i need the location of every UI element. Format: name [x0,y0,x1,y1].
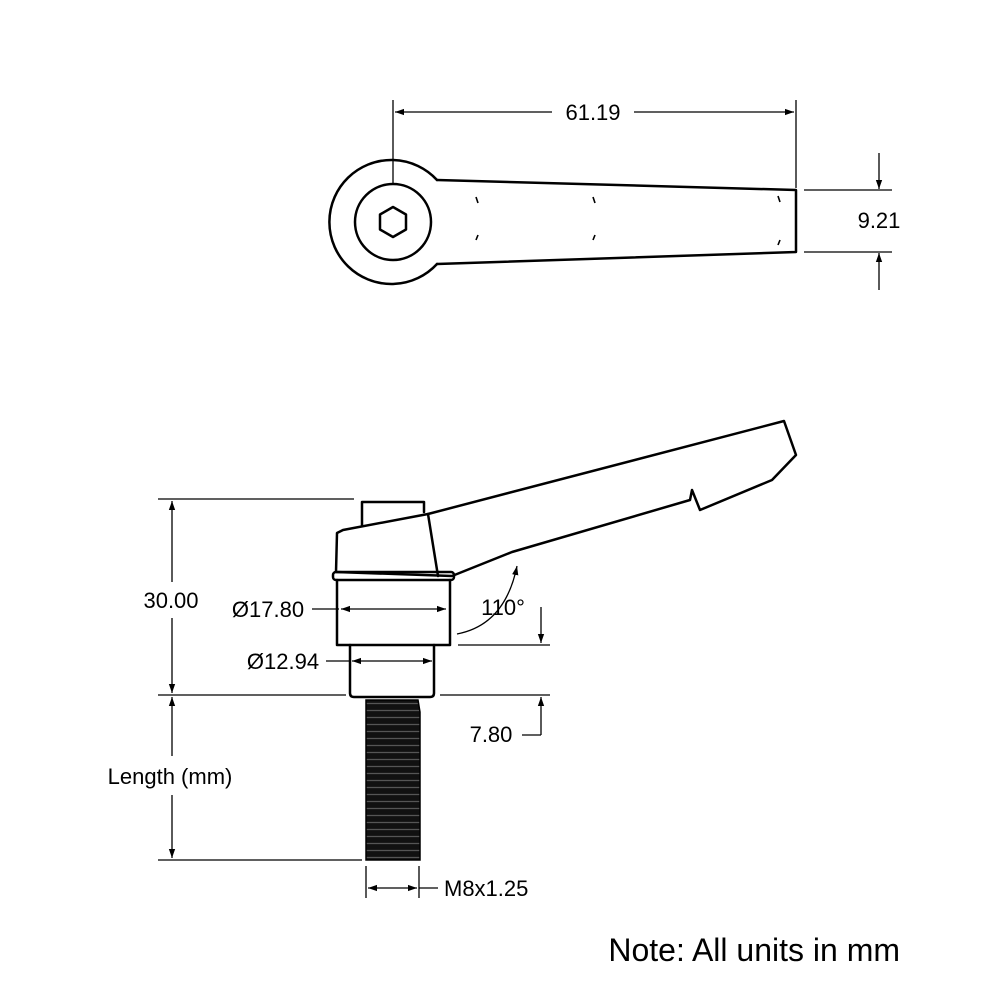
side-threaded-stud [365,699,421,861]
side-view: 30.00 Ø17.80 Ø12.94 110° 7.80 [108,419,798,901]
small-diameter-dimension: Ø12.94 [247,649,432,674]
lever-thickness-label: 9.21 [858,208,901,233]
large-diameter-label: Ø17.80 [232,597,304,622]
lever-length-label: 61.19 [565,100,620,125]
thread-spec-label: M8x1.25 [444,876,528,901]
thread-length-dimension: Length (mm) [108,697,362,861]
hex-socket-icon [378,205,408,239]
side-top-cap [360,500,426,528]
small-diameter-label: Ø12.94 [247,649,319,674]
top-hub-outline [328,158,439,286]
top-view: 61.19 9.21 [328,100,900,290]
large-diameter-dimension: Ø17.80 [232,597,446,622]
shoulder-height-label: 7.80 [470,722,513,747]
side-head-step-line [426,512,440,578]
thread-length-label: Length (mm) [108,764,233,789]
overall-height-dimension: 30.00 [143,498,354,696]
angle-dimension: 110° [456,565,550,646]
side-large-body [335,578,452,647]
top-lever-tick-marks [475,195,781,246]
side-lever-arm [334,419,798,578]
shoulder-height-dimension: 7.80 [440,694,550,747]
top-hub-inner-circle [353,182,433,262]
top-lever-arm [435,178,798,266]
angle-label: 110° [481,595,525,620]
lever-length-dimension: 61.19 [392,100,797,188]
side-small-shoulder [348,643,436,699]
thread-spec-dimension: M8x1.25 [365,866,528,901]
units-note: Note: All units in mm [608,932,900,968]
lever-thickness-dimension: 9.21 [804,153,900,290]
overall-height-label: 30.00 [143,588,198,613]
side-collar [331,570,456,582]
